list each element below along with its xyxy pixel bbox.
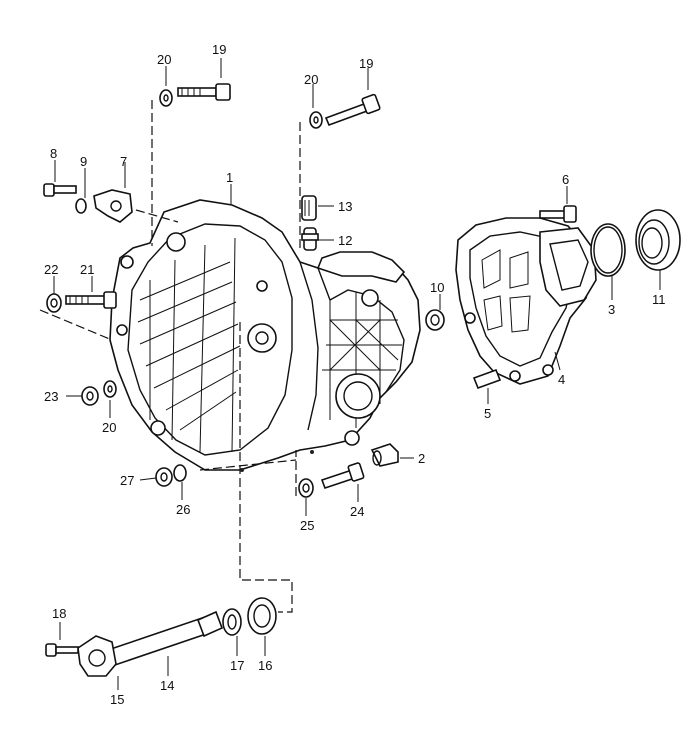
callout-21: 21 [80, 262, 94, 277]
callout-16: 16 [258, 658, 272, 673]
assembly-lines [39, 100, 301, 613]
callout-22: 22 [44, 262, 58, 277]
callout-24: 24 [350, 504, 364, 519]
callout-20-left: 20 [102, 420, 116, 435]
callout-19-left: 19 [212, 42, 226, 57]
callout-7: 7 [120, 154, 127, 169]
pin-13 [301, 195, 317, 221]
plug-2 [370, 443, 399, 467]
callout-18: 18 [52, 606, 66, 621]
bolt-6 [539, 205, 577, 223]
bolt-24 [320, 462, 365, 490]
bolt-18 [45, 643, 79, 657]
bolt-8 [43, 183, 77, 197]
rear-cover [455, 217, 597, 385]
nut-23 [81, 386, 99, 406]
seal-10 [425, 309, 445, 331]
callout-14: 14 [160, 678, 174, 693]
o-ring-3 [590, 223, 626, 277]
callout-4: 4 [558, 372, 565, 387]
washer-25 [298, 478, 314, 498]
flange-15 [77, 635, 117, 677]
callout-26: 26 [176, 502, 190, 517]
callout-27: 27 [120, 473, 134, 488]
seal-17 [222, 608, 242, 636]
callout-20-top-left: 20 [157, 52, 171, 67]
callout-1: 1 [226, 170, 233, 185]
callout-2: 2 [418, 451, 425, 466]
callout-3: 3 [608, 302, 615, 317]
callout-12: 12 [338, 233, 352, 248]
callout-10: 10 [430, 280, 444, 295]
leader-lines [53, 58, 661, 690]
bearing-16 [247, 597, 277, 635]
bolt-21 [65, 291, 117, 309]
washer-20-top-left [159, 89, 173, 107]
transmission-housing [109, 199, 421, 472]
washer-26 [173, 464, 187, 482]
callout-13: 13 [338, 199, 352, 214]
callout-15: 15 [110, 692, 124, 707]
callout-9: 9 [80, 154, 87, 169]
callout-20-top-right: 20 [304, 72, 318, 87]
tube-14 [107, 610, 224, 668]
callout-8: 8 [50, 146, 57, 161]
callout-labels: 19 20 19 20 1 8 9 7 13 12 6 10 11 3 4 5 … [44, 42, 666, 707]
callout-5: 5 [484, 406, 491, 421]
callout-25: 25 [300, 518, 314, 533]
pin-12 [301, 227, 319, 251]
dowel-5 [472, 368, 502, 390]
washer-20-left [103, 380, 117, 398]
callout-11: 11 [652, 292, 666, 307]
nut-27 [155, 467, 173, 487]
bolt-19-right [324, 93, 381, 127]
washer-9 [75, 198, 87, 214]
seal-ring-11 [635, 209, 681, 271]
callout-6: 6 [562, 172, 569, 187]
callout-23: 23 [44, 389, 58, 404]
callout-19-right: 19 [359, 56, 373, 71]
washer-20-top-right [309, 111, 323, 129]
bolt-19-left [177, 83, 231, 101]
callout-17: 17 [230, 658, 244, 673]
sensor-7 [93, 189, 133, 223]
washer-22 [46, 293, 62, 313]
